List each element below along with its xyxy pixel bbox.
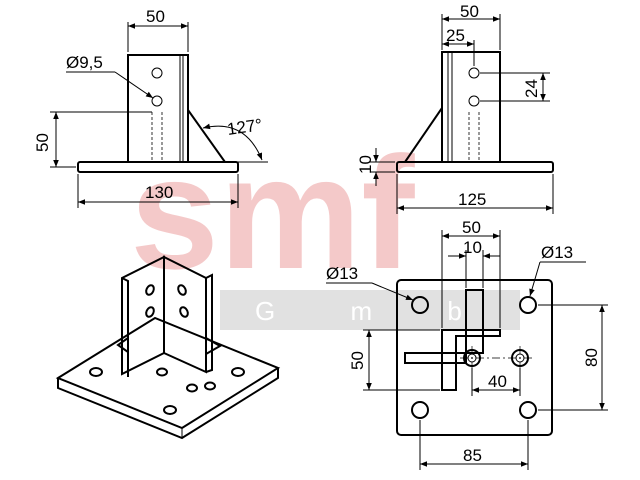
iso-upright-hole: [145, 306, 155, 318]
dim-top-vertical-spacing: 80: [582, 348, 601, 367]
side-upright: [127, 54, 189, 163]
isometric-view: [55, 255, 281, 440]
iso-plate-hole: [186, 383, 198, 393]
iso-plate-hole: [204, 381, 216, 391]
top-plate: [396, 279, 553, 436]
front-hole-upper: [468, 67, 480, 79]
iso-plate-hole: [163, 405, 177, 415]
top-hole-corner: [519, 401, 537, 419]
dim-front-base-width: 125: [458, 190, 486, 209]
dim-front-hole-spacing: 24: [522, 79, 541, 98]
iso-base-side: [57, 368, 279, 440]
iso-upright-hole: [179, 306, 189, 318]
side-hole-upper: [151, 67, 163, 79]
dim-top-horizontal-spacing: 85: [463, 446, 482, 465]
iso-plate-hole: [156, 367, 168, 377]
front-gusset: [404, 107, 443, 163]
dim-top-total-width: 50: [462, 218, 481, 237]
iso-plate-hole: [231, 367, 245, 377]
top-fin-vertical: [465, 289, 484, 354]
iso-upright-hole: [145, 284, 155, 296]
dim-top-right-hole-diameter: Ø13: [541, 243, 573, 262]
dim-front-top-width: 50: [460, 2, 479, 21]
dim-side-hole-diameter: Ø9,5: [66, 53, 103, 72]
watermark-brand: smf: [130, 123, 415, 302]
dim-front-plate-thickness: 10: [356, 155, 375, 174]
watermark-band: [220, 290, 520, 330]
front-view: 50 25 24 10 125: [356, 2, 554, 214]
top-hole-corner: [411, 296, 429, 314]
dim-side-angle: 127°: [226, 115, 263, 139]
front-base-plate: [396, 161, 554, 173]
front-upright: [441, 51, 501, 163]
top-upright-section: [441, 329, 501, 391]
dim-side-height: 50: [33, 133, 52, 152]
top-hole-corner: [411, 401, 429, 419]
dim-side-top-width: 50: [146, 7, 165, 26]
dim-top-center-spacing: 40: [488, 372, 507, 391]
watermark: smf G m b H: [130, 123, 590, 330]
dim-front-half-width: 25: [446, 26, 465, 45]
side-view: 50 Ø9,5 50 127° 130: [33, 7, 268, 208]
watermark-company: G m b H: [255, 296, 590, 326]
iso-upright-hole: [177, 284, 187, 296]
front-hole-lower: [468, 95, 480, 107]
dim-top-fin-length: 50: [348, 351, 367, 370]
top-hole-corner: [519, 296, 537, 314]
side-hole-lower: [151, 95, 163, 107]
dim-top-left-hole-diameter: Ø13: [326, 264, 358, 283]
dim-top-fin-thickness: 10: [463, 238, 482, 257]
iso-plate-hole: [89, 367, 103, 377]
top-view: Ø13 Ø13 50 10 50 40 80 85: [326, 218, 608, 470]
dim-side-base-width: 130: [145, 183, 173, 202]
